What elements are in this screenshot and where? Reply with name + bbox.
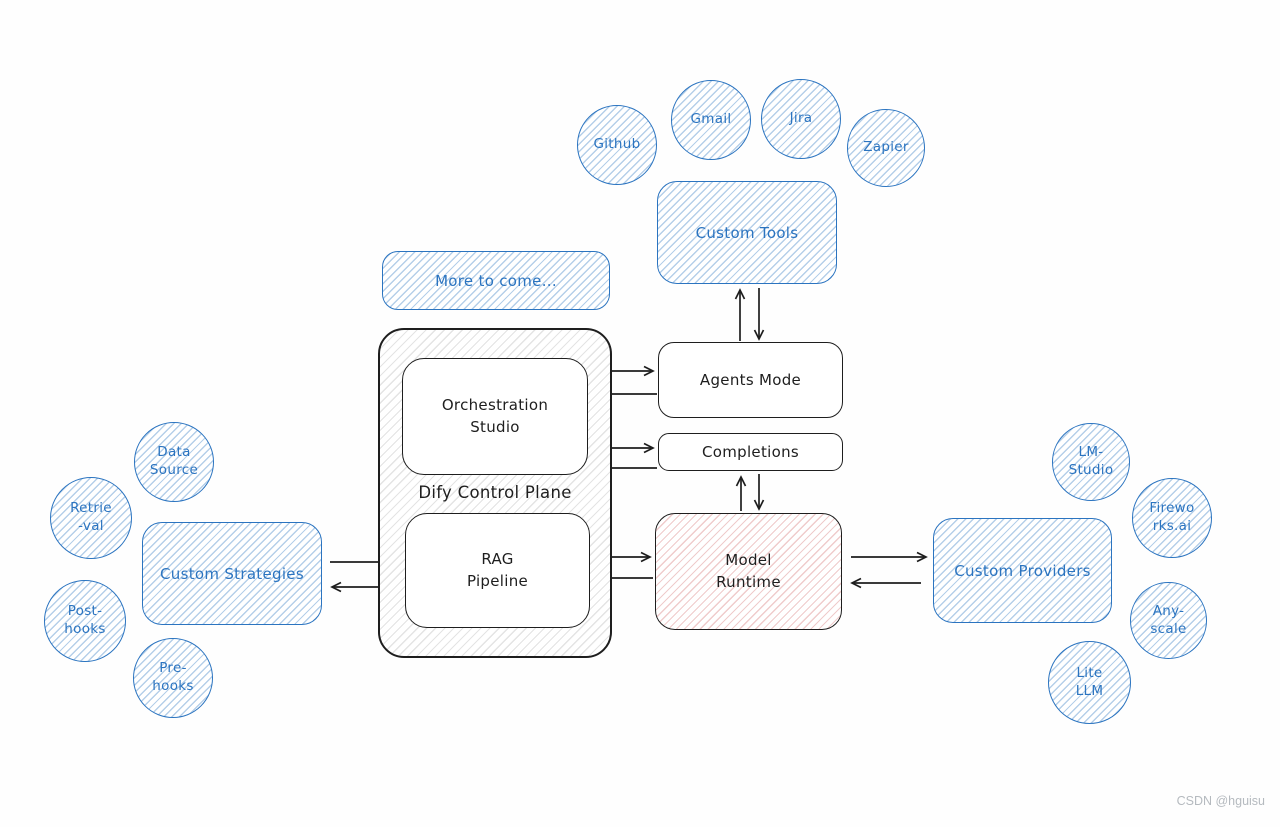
box-custom-strategies: Custom Strategies — [142, 522, 322, 625]
circle-zapier: Zapier — [847, 109, 925, 187]
circle-gmail-label: Gmail — [690, 111, 732, 128]
custom-strategies-label: Custom Strategies — [160, 564, 304, 583]
custom-tools-label: Custom Tools — [695, 223, 799, 242]
circle-pre-hooks: Pre- hooks — [133, 638, 213, 718]
pre-hooks-line2: hooks — [152, 678, 194, 694]
box-agents-mode: Agents Mode — [658, 342, 843, 418]
circle-zapier-label: Zapier — [863, 139, 909, 156]
circle-anyscale: Any- scale — [1130, 582, 1207, 659]
rag-pipeline-line1: RAG — [481, 549, 514, 568]
model-runtime-line2: Runtime — [716, 572, 781, 591]
post-hooks-line2: hooks — [64, 621, 106, 637]
retrieval-line1: Retrie — [70, 500, 112, 517]
lm-studio-line1: LM- — [1078, 444, 1104, 461]
lite-llm-line2: LLM — [1075, 682, 1104, 699]
data-source-line1: Data — [157, 444, 191, 461]
circle-gmail: Gmail — [671, 80, 751, 160]
lite-llm-line1: Lite — [1076, 664, 1103, 681]
orchestration-studio-line1: Orchestration — [441, 395, 549, 414]
box-more-to-come: More to come... — [382, 251, 610, 310]
model-runtime-line1: Model — [725, 550, 772, 569]
agents-mode-label: Agents Mode — [699, 371, 802, 389]
data-source-line2: Source — [149, 462, 199, 478]
completions-label: Completions — [701, 443, 800, 461]
circle-jira-label: Jira — [789, 110, 813, 127]
circle-github-label: Github — [593, 136, 641, 153]
circle-jira: Jira — [761, 79, 841, 159]
circle-lm-studio: LM- Studio — [1052, 423, 1130, 501]
custom-providers-label: Custom Providers — [954, 561, 1091, 580]
anyscale-line1: Any- — [1152, 602, 1185, 619]
circle-lite-llm: Lite LLM — [1048, 641, 1131, 724]
csdn-watermark: CSDN @hguisu — [1176, 794, 1265, 808]
post-hooks-line1: Post- — [67, 603, 103, 620]
fireworks-line2: rks.ai — [1152, 518, 1192, 534]
orchestration-studio-line2: Studio — [470, 417, 520, 436]
pre-hooks-line1: Pre- — [159, 660, 187, 677]
box-custom-tools: Custom Tools — [657, 181, 837, 284]
lm-studio-line2: Studio — [1068, 462, 1114, 478]
anyscale-line2: scale — [1150, 620, 1187, 637]
box-custom-providers: Custom Providers — [933, 518, 1112, 623]
box-rag-pipeline: RAG Pipeline — [405, 513, 590, 628]
rag-pipeline-line2: Pipeline — [466, 571, 529, 590]
circle-retrieval: Retrie -val — [50, 477, 132, 559]
dify-control-plane-label: Dify Control Plane — [418, 483, 572, 502]
box-orchestration-studio: Orchestration Studio — [402, 358, 588, 475]
more-to-come-label: More to come... — [435, 271, 557, 290]
circle-post-hooks: Post- hooks — [44, 580, 126, 662]
circle-github: Github — [577, 105, 657, 185]
circle-fireworks-ai: Firewo rks.ai — [1132, 478, 1212, 558]
box-model-runtime: Model Runtime — [655, 513, 842, 630]
fireworks-line1: Firewo — [1149, 500, 1195, 517]
retrieval-line2: -val — [78, 518, 104, 534]
box-completions: Completions — [658, 433, 843, 471]
circle-data-source: Data Source — [134, 422, 214, 502]
